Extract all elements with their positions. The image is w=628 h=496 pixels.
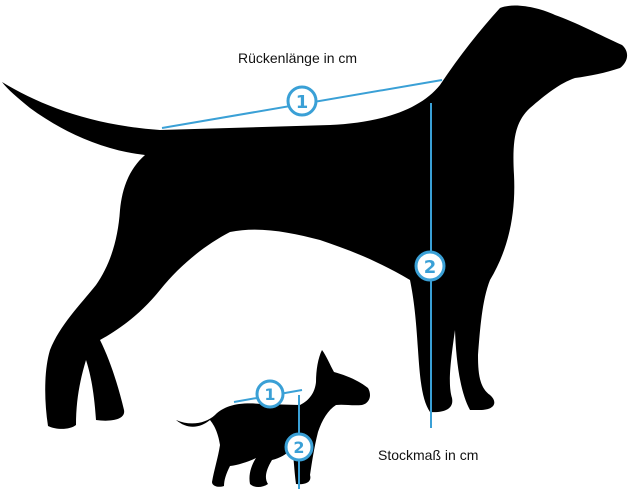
small-marker-1-badge: 1: [255, 379, 285, 409]
back-length-label: Rückenlänge in cm: [238, 50, 358, 66]
small-marker-1-label: 1: [264, 385, 275, 404]
small-dog-body: [176, 350, 370, 487]
large-dog-body: [2, 5, 628, 429]
marker-1-badge: 1: [286, 85, 318, 117]
small-dog-silhouette: [176, 350, 370, 487]
marker-2-label: 2: [424, 257, 437, 278]
small-marker-2-badge: 2: [284, 432, 314, 462]
marker-2-badge: 2: [414, 250, 446, 282]
small-marker-2-label: 2: [293, 438, 304, 457]
large-dog-silhouette: [2, 5, 628, 429]
marker-1-label: 1: [296, 92, 309, 113]
shoulder-height-label: Stockmaß in cm: [378, 447, 479, 463]
